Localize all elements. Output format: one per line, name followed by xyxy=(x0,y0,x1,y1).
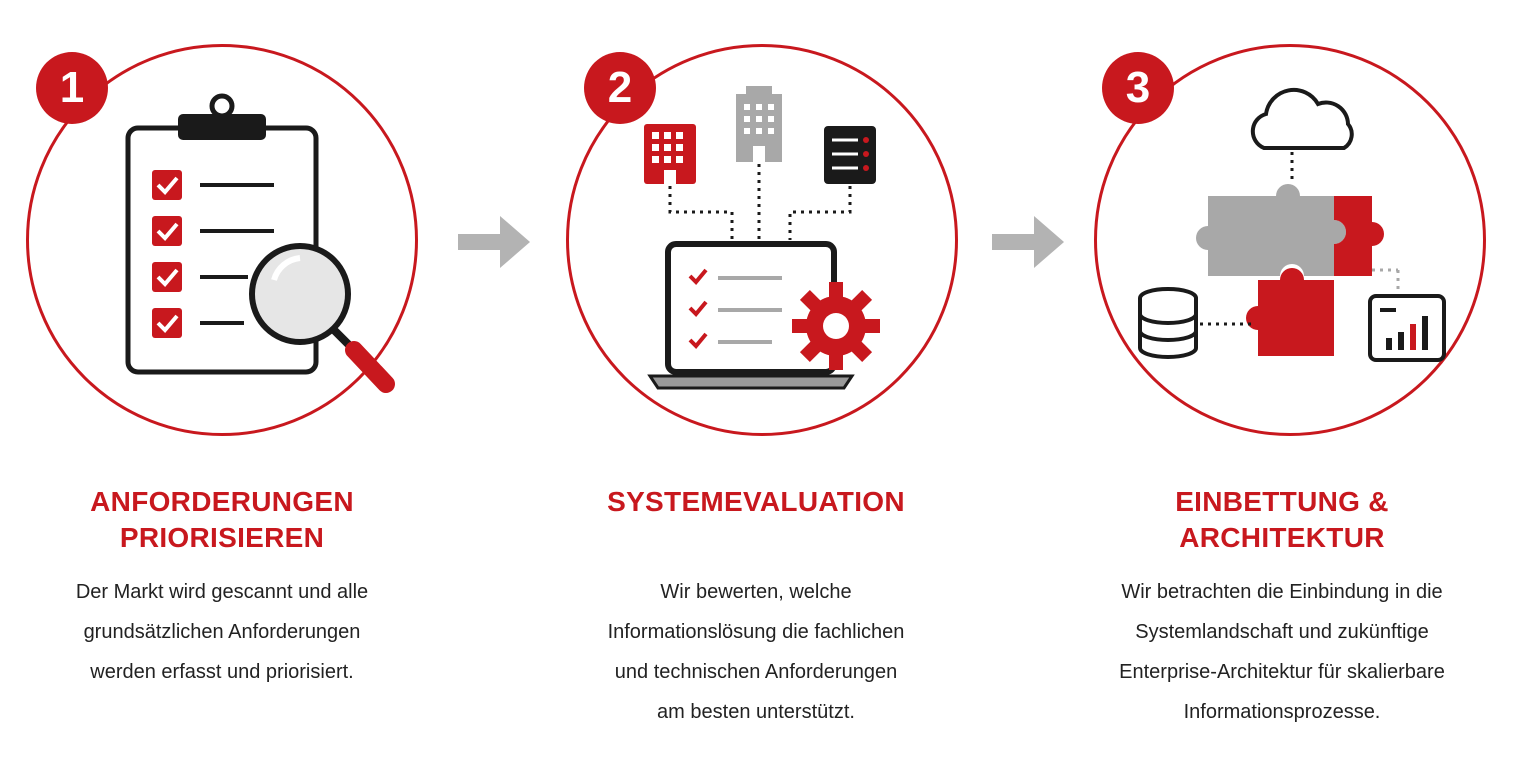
step-title-line: SYSTEMEVALUATION xyxy=(607,486,905,517)
desc-line: werden erfasst und priorisiert. xyxy=(90,661,354,683)
step-title-line: EINBETTUNG & xyxy=(1175,486,1389,517)
desc-line: Systemlandschaft und zukünftige xyxy=(1135,621,1429,643)
puzzle-architecture-icon xyxy=(1138,87,1446,362)
step-title-line: ANFORDERUNGEN xyxy=(90,486,354,517)
step-number-badge: 1 xyxy=(36,52,108,124)
step-1: 1 ANFORDERUNGEN PRIORISIEREN Der Markt w… xyxy=(12,0,432,764)
step-title-line: ARCHITEKTUR xyxy=(1179,522,1385,553)
step-description: Wir betrachten die Einbindung in die Sys… xyxy=(1072,572,1492,732)
desc-line: Informationsprozesse. xyxy=(1183,701,1381,723)
desc-line: Enterprise-Architektur für skalierbare xyxy=(1119,661,1445,683)
desc-line: am besten unterstützt. xyxy=(657,701,855,723)
desc-line: grundsätzlichen Anforderungen xyxy=(83,621,361,643)
desc-line: Informationslösung die fachlichen xyxy=(607,621,905,643)
desc-line: Der Markt wird gescannt und alle xyxy=(75,581,369,603)
laptop-gear-icon xyxy=(644,86,880,390)
step-title: SYSTEMEVALUATION xyxy=(546,484,966,520)
desc-line: und technischen Anforderungen xyxy=(614,661,898,683)
arrow-right-icon xyxy=(458,216,530,268)
step-number-badge: 2 xyxy=(584,52,656,124)
step-description: Der Markt wird gescannt und alle grundsä… xyxy=(12,572,432,692)
step-3: 3 EINBETTUNG & ARCHITEKTUR Wir betrachte… xyxy=(1072,0,1492,764)
step-description: Wir bewerten, welche Informationslösung … xyxy=(546,572,966,732)
step-2: 2 SYSTEMEVALUATION Wir bewerten, welche … xyxy=(546,0,966,764)
step-title-line: PRIORISIEREN xyxy=(119,522,325,553)
step-title: ANFORDERUNGEN PRIORISIEREN xyxy=(12,484,432,556)
desc-line: Wir bewerten, welche xyxy=(660,581,852,603)
clipboard-magnifier-icon xyxy=(125,93,395,393)
desc-line: Wir betrachten die Einbindung in die xyxy=(1121,581,1443,603)
step-number-badge: 3 xyxy=(1102,52,1174,124)
step-title: EINBETTUNG & ARCHITEKTUR xyxy=(1072,484,1492,556)
arrow-right-icon xyxy=(992,216,1064,268)
